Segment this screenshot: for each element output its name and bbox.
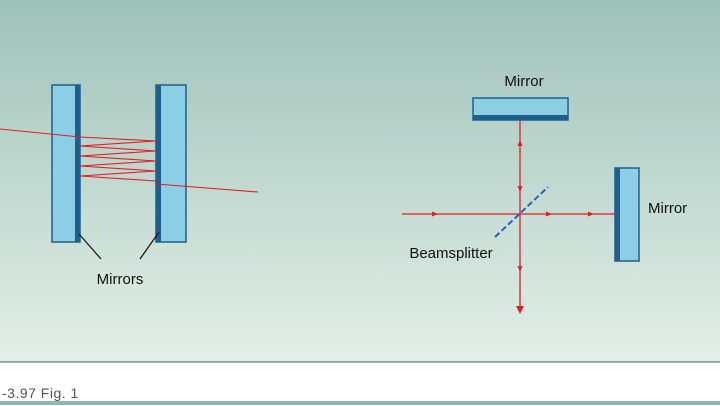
arrow-down-lower: [517, 266, 523, 272]
incoming-beam: [0, 128, 81, 138]
mirror-top-label: Mirror: [504, 73, 543, 90]
reflected-beam-path: [79, 136, 157, 182]
diagram-background: [0, 0, 720, 362]
arrow-horizontal-3: [588, 211, 594, 217]
optics-diagram: Mirrors Mirror Mirror Beamsplitter: [0, 0, 720, 362]
mirrors-label-leaders: [78, 231, 160, 260]
beam-arrows: [432, 140, 594, 314]
cavity-beam: [0, 128, 259, 193]
left-mirror-coating: [75, 85, 80, 242]
leader-line-left: [78, 233, 102, 260]
arrow-down-upper: [517, 186, 523, 192]
top-mirror-coating: [473, 115, 568, 120]
right-mirror-michelson-coating: [615, 168, 620, 261]
caption-band: -3.97 Fig. 1: [0, 362, 720, 406]
arrow-up: [517, 140, 523, 146]
bottom-edge-strip: [0, 401, 720, 405]
arrow-horizontal-2: [546, 211, 552, 217]
leader-line-right: [139, 231, 160, 260]
arrow-down-output: [516, 306, 524, 314]
beamsplitter: [494, 186, 549, 238]
mirror-right-label: Mirror: [648, 200, 687, 217]
arrow-horizontal-1: [432, 211, 438, 217]
transmitted-beam: [155, 183, 259, 193]
beamsplitter-label: Beamsplitter: [409, 245, 492, 262]
right-mirror-coating: [156, 85, 161, 242]
mirror-pair: [51, 84, 187, 243]
figure-caption: -3.97 Fig. 1: [2, 385, 79, 401]
mirrors-label: Mirrors: [97, 271, 144, 288]
